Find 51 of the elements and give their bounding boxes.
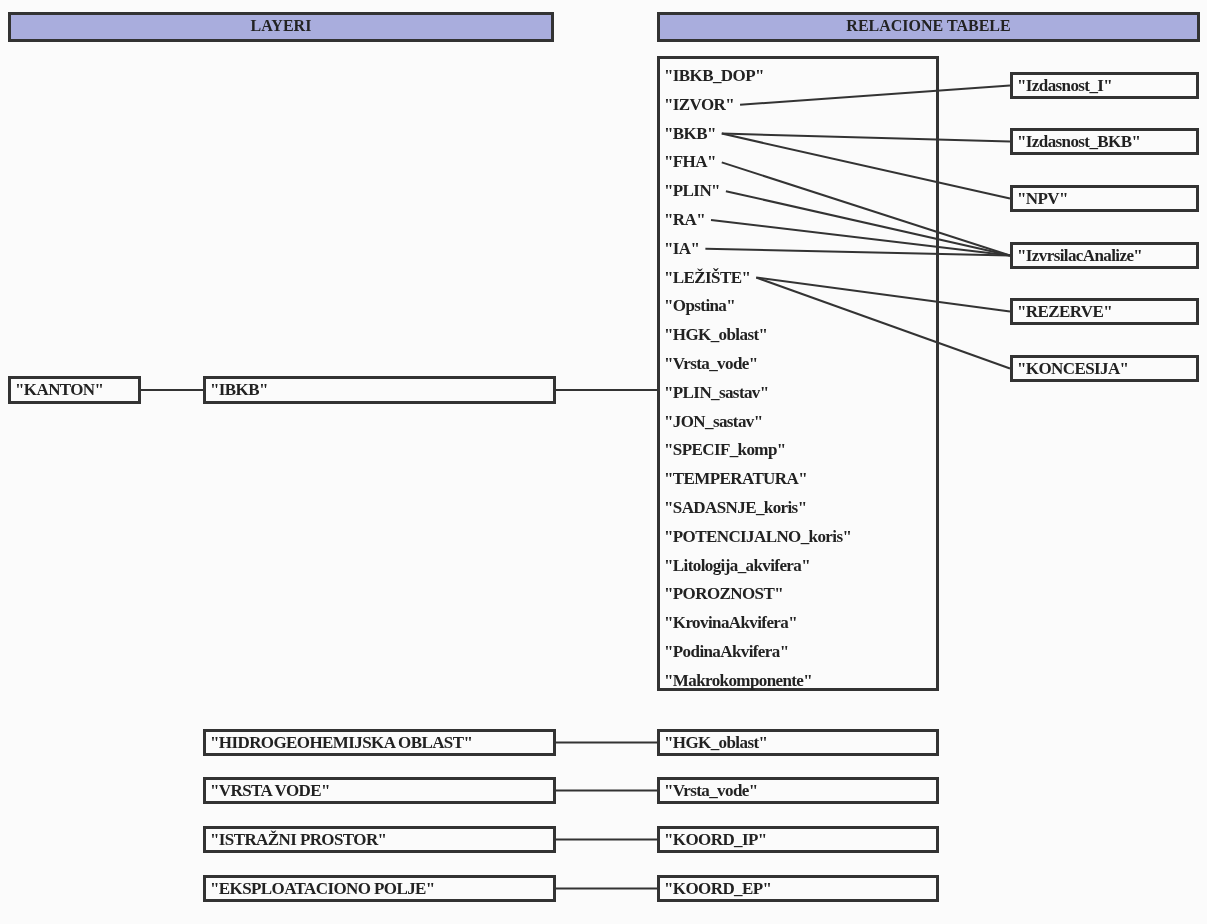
- connector-line: [555, 741, 658, 744]
- table-box: "Izdasnost_BKB": [1010, 128, 1199, 155]
- table-box: "HGK_oblast": [657, 729, 939, 756]
- table-box: "HIDROGEOHEMIJSKA OBLAST": [203, 729, 556, 756]
- table-box: "KOORD_IP": [657, 826, 939, 853]
- table-box: "REZERVE": [1010, 298, 1199, 325]
- connector-line: [555, 389, 658, 391]
- table-name: "BKB": [664, 122, 716, 145]
- section-header-band: RELACIONE TABELE: [657, 12, 1200, 42]
- table-name: "PLIN": [664, 180, 720, 203]
- table-name: "Vrsta_vode": [664, 353, 758, 375]
- table-name: "FHA": [664, 151, 716, 174]
- connector-line: [720, 132, 1011, 200]
- connector-line: [555, 887, 658, 890]
- table-name: "Litologija_akvifera": [664, 554, 811, 577]
- table-name: "PodinaAkvifera": [664, 641, 789, 663]
- table-name: "IZVOR": [664, 93, 735, 116]
- connector-line: [555, 789, 658, 792]
- table-name: "Makrokomponente": [664, 669, 813, 692]
- table-name: "HGK_oblast": [664, 324, 768, 347]
- table-name: "IA": [664, 237, 700, 260]
- table-box: "KOORD_EP": [657, 875, 939, 902]
- table-box: "ISTRAŽNI PROSTOR": [203, 826, 556, 853]
- connector-line: [755, 276, 1011, 370]
- table-box: "IzvrsilacAnalize": [1010, 242, 1199, 269]
- table-name: "KrovinaAkvifera": [664, 612, 798, 635]
- table-box: "IBKB": [203, 376, 556, 404]
- table-box: "NPV": [1010, 185, 1199, 212]
- table-name: "JON_sastav": [664, 410, 763, 433]
- table-box: "Vrsta_vode": [657, 777, 939, 804]
- table-name: "RA": [664, 209, 706, 231]
- table-box: "KONCESIJA": [1010, 355, 1199, 382]
- table-box: "KANTON": [8, 376, 141, 404]
- table-name: "Opstina": [664, 295, 736, 318]
- table-name: "TEMPERATURA": [664, 468, 807, 491]
- table-box: "VRSTA VODE": [203, 777, 556, 804]
- table-box: "EKSPLOATACIONO POLJE": [203, 875, 556, 902]
- table-box: "Izdasnost_I": [1010, 72, 1199, 99]
- table-name: "SPECIF_komp": [664, 439, 786, 462]
- table-name: "SADASNJE_koris": [664, 497, 807, 519]
- connector-line: [555, 838, 658, 841]
- table-name: "POROZNOST": [664, 583, 784, 606]
- table-name: "PLIN_sastav": [664, 381, 769, 404]
- table-name: "POTENCIJALNO_koris": [664, 525, 852, 548]
- table-name: "IBKB_DOP": [664, 65, 764, 87]
- table-list-box: [657, 56, 939, 691]
- section-header-band: LAYERI: [8, 12, 554, 42]
- connector-line: [739, 84, 1011, 106]
- connector-line: [140, 389, 204, 391]
- connector-line: [704, 247, 1011, 257]
- table-name: "LEŽIŠTE": [664, 266, 751, 289]
